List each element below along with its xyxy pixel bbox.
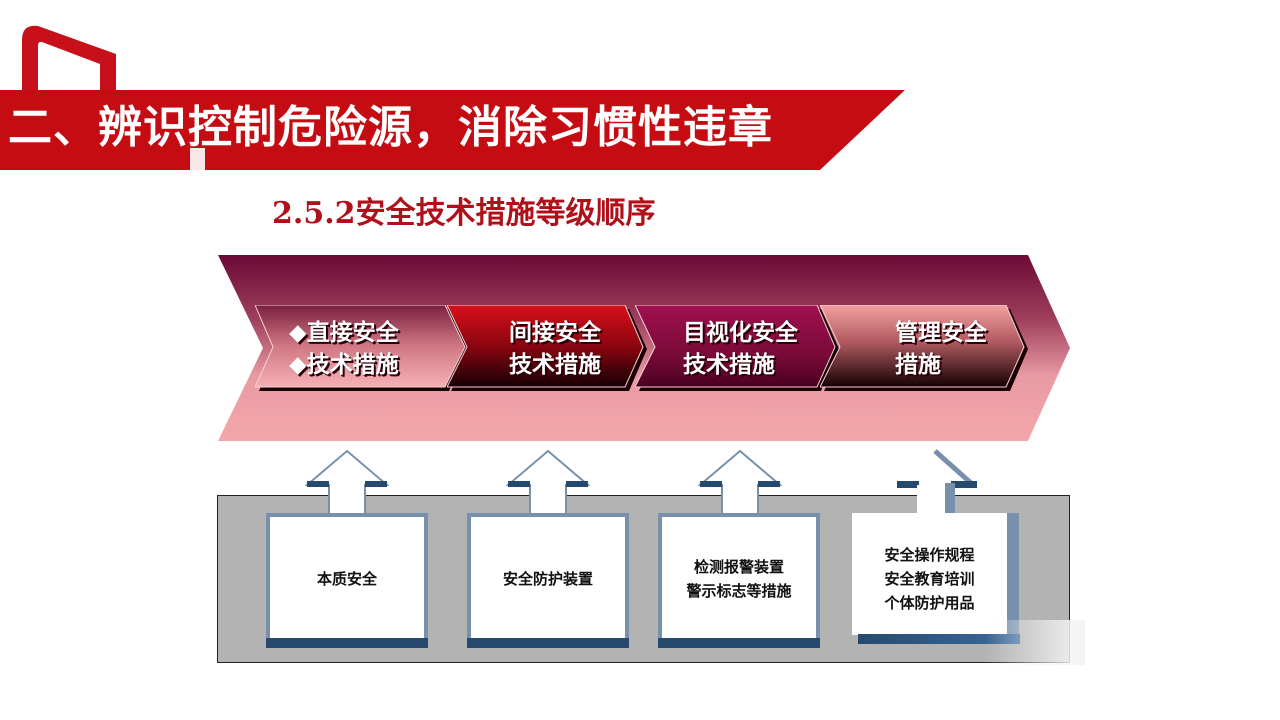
measure-label: 检测报警装置 <box>693 558 784 576</box>
box-side-shadow <box>1005 513 1019 635</box>
up-arrow-icon <box>506 449 590 519</box>
stage-direct-safety: ◆直接安全 ◆技术措施 <box>255 305 470 395</box>
stage-label-line: 管理安全 <box>895 320 987 346</box>
measure-box-protection: 安全防护装置 <box>467 513 629 639</box>
stage-visual-safety: 目视化安全 技术措施 <box>635 305 840 395</box>
measure-label: 安全防护装置 <box>502 570 593 588</box>
box-base <box>467 638 629 648</box>
measure-label: 警示标志等措施 <box>686 582 792 600</box>
watermark-fade <box>985 620 1085 665</box>
logo-mark-icon <box>22 25 116 94</box>
measure-box-detection: 检测报警装置 警示标志等措施 <box>658 513 820 639</box>
section-subtitle: 2.5.2安全技术措施等级顺序 <box>272 196 656 231</box>
page-title: 二、辨识控制危险源，消除习惯性违章 <box>8 102 773 153</box>
up-arrow-icon <box>698 449 782 519</box>
box-base <box>266 638 428 648</box>
stage-management-safety: 管理安全 措施 <box>820 305 1030 395</box>
stage-label-line: ◆直接安全 <box>289 320 399 346</box>
stage-label-line: 间接安全 <box>509 320 601 346</box>
measure-label: 安全操作规程 <box>884 546 975 564</box>
stage-label-line: 技术措施 <box>683 352 775 378</box>
up-arrow-icon <box>305 449 389 519</box>
stage-label-line: 措施 <box>895 352 941 378</box>
measure-box-management: 安全操作规程 安全教育培训 个体防护用品 <box>852 513 1007 635</box>
measure-box-intrinsic: 本质安全 <box>266 513 428 639</box>
up-arrow-icon <box>897 449 977 522</box>
stage-label-line: 目视化安全 <box>683 320 798 346</box>
box-base <box>858 634 1020 644</box>
measure-label: 本质安全 <box>316 570 377 588</box>
measure-label: 安全教育培训 <box>884 570 975 588</box>
stage-indirect-safety: 间接安全 技术措施 <box>447 305 647 395</box>
stage-label-line: ◆技术措施 <box>289 352 399 378</box>
box-base <box>658 638 820 648</box>
stage-label-line: 技术措施 <box>509 352 601 378</box>
title-banner <box>0 90 905 173</box>
measure-label: 个体防护用品 <box>884 594 975 612</box>
